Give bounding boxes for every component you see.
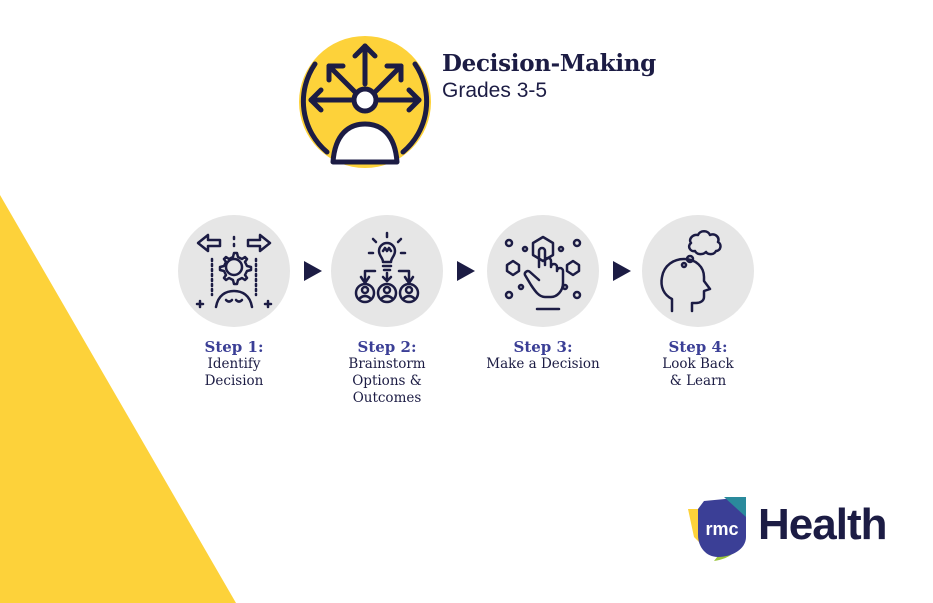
step-2-text: Step 2: Brainstorm Options & Outcomes — [307, 339, 467, 407]
logo-wordmark: Health — [758, 500, 887, 549]
step-3-text: Step 3: Make a Decision — [463, 339, 623, 373]
step-2-label: Step 2: — [357, 338, 417, 356]
next-arrow-icon — [457, 261, 475, 281]
step-4-label: Step 4: — [668, 338, 728, 356]
page-subtitle: Grades 3-5 — [442, 79, 548, 102]
page-title: Decision-Making — [442, 50, 656, 77]
hand-select-icon — [504, 235, 582, 311]
step-3-circle — [487, 215, 599, 327]
step-1-text: Step 1: Identify Decision — [154, 339, 314, 390]
step-1-desc: Identify Decision — [204, 356, 264, 389]
title-block: Decision-Making Grades 3-5 — [442, 50, 656, 103]
decision-person-arrows-icon — [299, 36, 431, 168]
step-2-desc: Brainstorm Options & Outcomes — [348, 356, 426, 406]
logo-badge-text: rmc — [705, 519, 738, 539]
step-3-label: Step 3: — [513, 338, 573, 356]
step-1-label: Step 1: — [204, 338, 264, 356]
step-1-circle — [178, 215, 290, 327]
step-4-text: Step 4: Look Back & Learn — [618, 339, 778, 390]
next-arrow-icon — [613, 261, 631, 281]
head-thought-cloud-icon — [660, 230, 722, 313]
step-4-circle — [642, 215, 754, 327]
step-4-desc: Look Back & Learn — [662, 356, 734, 389]
next-arrow-icon — [304, 261, 322, 281]
step-2-circle — [331, 215, 443, 327]
rmc-health-logo-badge: rmc — [688, 497, 746, 561]
lightbulb-group-icon — [354, 231, 420, 304]
step-3-desc: Make a Decision — [486, 356, 600, 372]
gear-head-arrows-icon — [195, 233, 273, 309]
